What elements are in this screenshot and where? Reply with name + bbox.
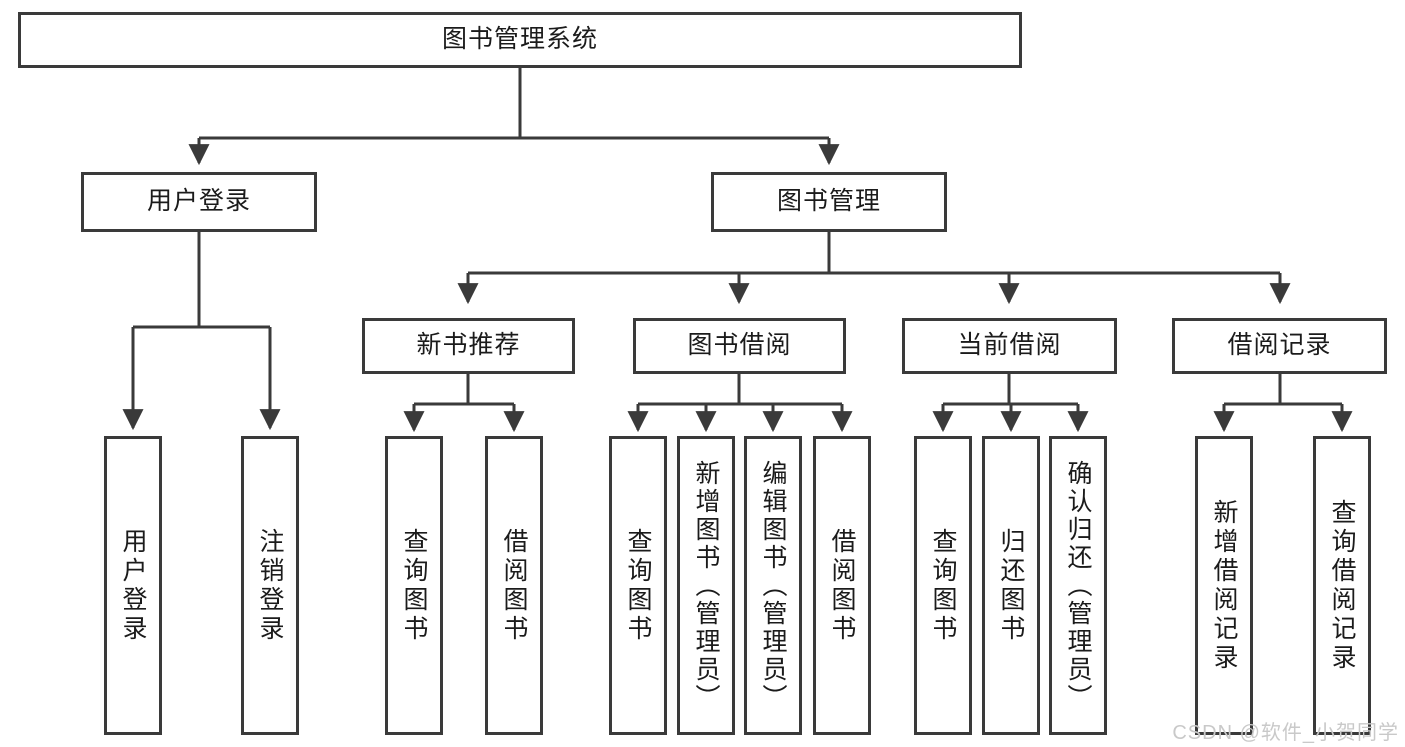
leaf-label: 借阅图书 [500, 527, 528, 644]
leaf-return-book[interactable]: 归还图书 [982, 436, 1040, 735]
leaf-query-book-new[interactable]: 查询图书 [385, 436, 443, 735]
node-root-system[interactable]: 图书管理系统 [18, 12, 1022, 68]
node-user-login[interactable]: 用户登录 [81, 172, 317, 232]
leaf-label: 用户登录 [119, 527, 147, 644]
leaf-borrow-book-new[interactable]: 借阅图书 [485, 436, 543, 735]
leaf-label: 编辑图书（管理员） [759, 459, 787, 712]
csdn-watermark: CSDN @软件_小贺同学 [1172, 722, 1399, 744]
leaf-label: 查询图书 [624, 527, 652, 644]
node-borrow-record[interactable]: 借阅记录 [1172, 318, 1387, 374]
leaf-confirm-return-admin[interactable]: 确认归还（管理员） [1049, 436, 1107, 735]
node-new-book-recommend[interactable]: 新书推荐 [362, 318, 575, 374]
leaf-borrow-book[interactable]: 借阅图书 [813, 436, 871, 735]
leaf-logout[interactable]: 注销登录 [241, 436, 299, 735]
node-current-borrow[interactable]: 当前借阅 [902, 318, 1117, 374]
leaf-add-borrow-record[interactable]: 新增借阅记录 [1195, 436, 1253, 735]
leaf-add-book-admin[interactable]: 新增图书（管理员） [677, 436, 735, 735]
leaf-label: 归还图书 [997, 527, 1025, 644]
node-book-management[interactable]: 图书管理 [711, 172, 947, 232]
leaf-edit-book-admin[interactable]: 编辑图书（管理员） [744, 436, 802, 735]
leaf-label: 借阅图书 [828, 527, 856, 644]
node-book-borrow[interactable]: 图书借阅 [633, 318, 846, 374]
leaf-label: 新增借阅记录 [1210, 498, 1238, 673]
leaf-label: 查询图书 [929, 527, 957, 644]
leaf-user-login[interactable]: 用户登录 [104, 436, 162, 735]
leaf-label: 注销登录 [256, 527, 284, 644]
leaf-query-borrow-record[interactable]: 查询借阅记录 [1313, 436, 1371, 735]
leaf-label: 查询图书 [400, 527, 428, 644]
leaf-query-book-borrow[interactable]: 查询图书 [609, 436, 667, 735]
leaf-label: 确认归还（管理员） [1064, 459, 1092, 712]
leaf-label: 新增图书（管理员） [692, 459, 720, 712]
leaf-query-book-current[interactable]: 查询图书 [914, 436, 972, 735]
leaf-label: 查询借阅记录 [1328, 498, 1356, 673]
